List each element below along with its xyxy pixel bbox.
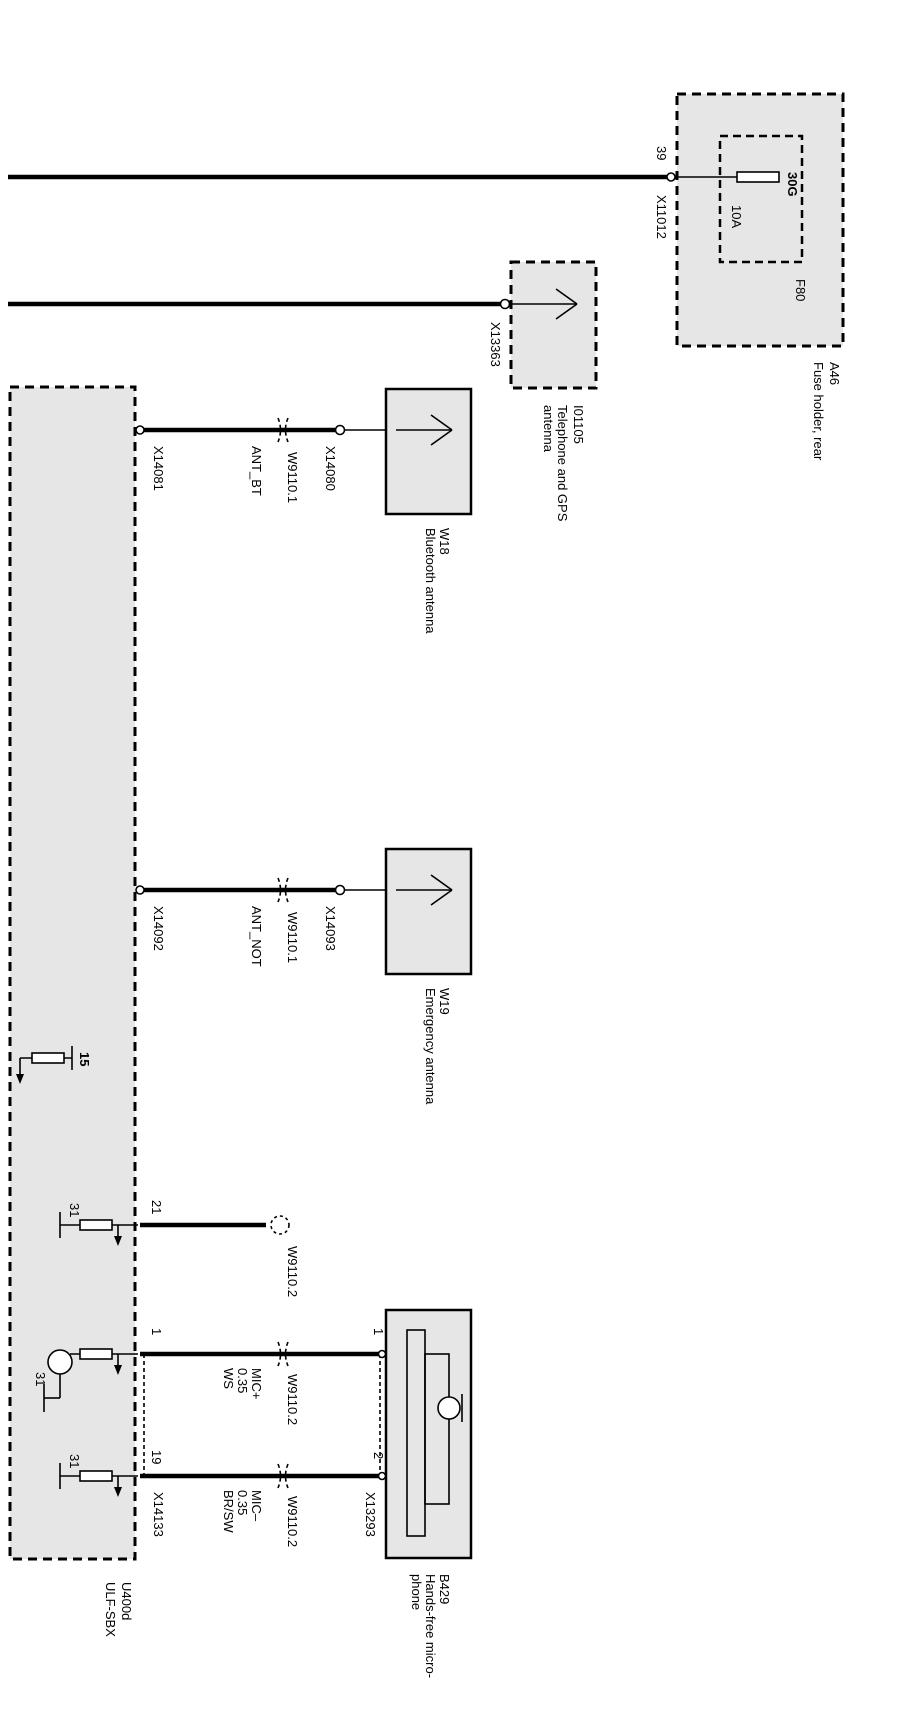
mic-plus-pin-far: 1 [371, 1328, 386, 1335]
antenna-icon [509, 288, 578, 320]
f80-inner-box [718, 134, 804, 264]
i01105-name-2: antenna [541, 405, 556, 453]
x14081-label: X14081 [151, 446, 166, 491]
i01105-label: I01105 [571, 405, 586, 444]
x14133-label: X14133 [151, 1492, 166, 1537]
mic-plus-signal: MIC+ [249, 1368, 264, 1399]
mic-plus-internal-circuit [43, 1348, 138, 1412]
w19-antenna-box [384, 847, 473, 976]
mic-minus-size: 0.35 [235, 1490, 250, 1515]
b429-name-2: phone [409, 1574, 424, 1610]
w18-label: W18 [437, 528, 452, 555]
x11012-pin [666, 172, 676, 182]
terminal-15-symbol [16, 1046, 73, 1084]
u400d-name: ULF-SBX [103, 1582, 118, 1637]
x13363-label: X13363 [488, 322, 503, 367]
f80-fuse-icon [736, 171, 780, 183]
i01105-antenna-box [509, 260, 598, 390]
w9110-2-mic-minus-label: W9110.2 [285, 1496, 300, 1547]
w9110-2-mic-minus-mark [277, 1463, 289, 1489]
w19-name: Emergency antenna [423, 988, 438, 1105]
mic-minus-color: BR/SW [221, 1490, 236, 1533]
w9110-2-mic-plus-mark [277, 1341, 289, 1367]
w9110-2-mic-plus-label: W9110.2 [285, 1374, 300, 1425]
b429-name-1: Hands-free micro- [423, 1574, 438, 1678]
ant-not-signal: ANT_NOT [249, 906, 264, 967]
x14092-pin [135, 885, 145, 895]
antenna-icon [396, 414, 453, 446]
x13293-pin-1 [377, 1349, 387, 1359]
x14093-pin [334, 884, 346, 896]
pin21-number: 21 [149, 1200, 164, 1214]
mic-minus-signal: MIC– [249, 1490, 264, 1522]
x14080-label: X14080 [323, 446, 338, 491]
x13363-pin [499, 298, 511, 310]
x13293-label: X13293 [363, 1492, 378, 1537]
antenna-icon [396, 874, 453, 906]
f80-rating: 10A [729, 205, 744, 228]
x13293-pin-2 [377, 1471, 387, 1481]
x14093-label: X14093 [323, 906, 338, 951]
i01105-name-1: Telephone and GPS [555, 405, 570, 522]
ant-bt-signal: ANT_BT [249, 446, 264, 496]
pin21-open-end-icon [270, 1215, 290, 1235]
mic-minus-pin-far: 2 [371, 1452, 386, 1459]
ground-31-mic-plus-label: 31 [33, 1372, 48, 1386]
a46-label: A46 [827, 362, 842, 385]
u400d-label: U400d [119, 1582, 134, 1620]
ground-31-mic-minus-label: 31 [67, 1454, 82, 1468]
ground-31-mic-minus-symbol [59, 1463, 138, 1497]
ground-31-pin21-label: 31 [67, 1203, 82, 1217]
mic-plus-size: 0.35 [235, 1368, 250, 1393]
w9110-2-pin21-label: W9110.2 [285, 1246, 300, 1297]
mic-minus-pin-near: 19 [149, 1450, 164, 1464]
ground-31-pin21-symbol [59, 1212, 138, 1246]
w19-label: W19 [437, 988, 452, 1015]
x14081-pin [135, 425, 145, 435]
w18-name: Bluetooth antenna [423, 528, 438, 634]
a46-name: Fuse holder, rear [811, 362, 826, 461]
mic-plus-pin-near: 1 [149, 1328, 164, 1335]
x11012-pin-number: 39 [654, 146, 669, 160]
terminal-15-label: 15 [77, 1052, 92, 1066]
x14080-pin [334, 424, 346, 436]
mic-plus-color: WS [221, 1368, 236, 1389]
w9110-1-not-label: W9110.1 [285, 912, 300, 963]
w9110-1-bt-harness-mark [277, 417, 289, 443]
u400d-ulf-sbx-box [8, 385, 137, 1561]
b429-microphone-box [384, 1308, 473, 1560]
x11012-label: X11012 [654, 195, 669, 239]
f80-terminal: 30G [785, 172, 800, 197]
microphone-icon [406, 1329, 463, 1537]
w9110-1-bt-label: W9110.1 [285, 452, 300, 503]
w18-antenna-box [384, 387, 473, 516]
w9110-1-not-harness-mark [277, 877, 289, 903]
b429-label: B429 [437, 1574, 452, 1604]
f80-label: F80 [793, 279, 808, 301]
x14092-label: X14092 [151, 906, 166, 951]
a46-fuse-holder-box [675, 92, 845, 348]
